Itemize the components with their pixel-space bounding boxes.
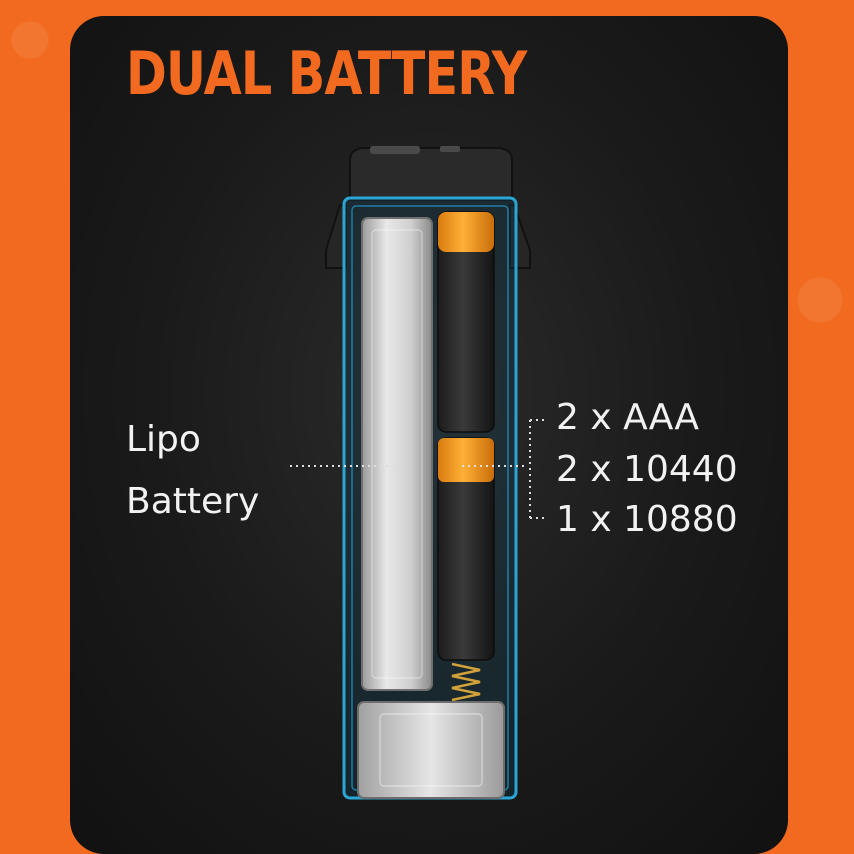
- lipo-battery-pack: [361, 217, 433, 691]
- lipo-label-line2: Battery: [126, 481, 260, 522]
- head-cap: [349, 147, 513, 201]
- spec-line-10880: 1 x 10880: [556, 499, 738, 540]
- lipo-label-line1: Lipo: [126, 419, 201, 460]
- button-icon: [370, 146, 420, 154]
- spec-line-10440: 2 x 10440: [556, 449, 738, 490]
- headline: DUAL BATTERY: [126, 39, 527, 109]
- upper-cell-band: [438, 212, 494, 252]
- tail-cap: [357, 701, 505, 799]
- spring-icon: [451, 662, 481, 702]
- lower-cell-band: [438, 438, 494, 482]
- spec-line-aaa: 2 x AAA: [556, 397, 699, 438]
